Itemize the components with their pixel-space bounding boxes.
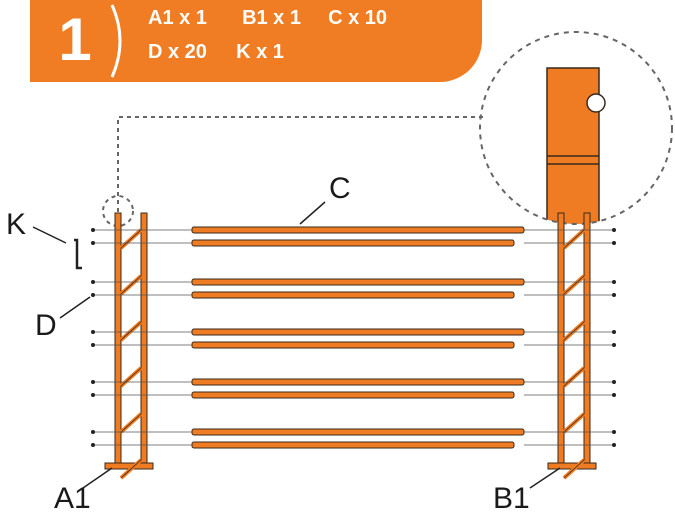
screw-d-right-4-2 [612, 393, 616, 397]
screw-d-left-4-1 [91, 380, 95, 384]
screw-d-right-1-2 [612, 241, 616, 245]
rail-c-lower-2 [191, 291, 515, 299]
part-b1-count: B1 x 1 [242, 7, 301, 29]
screw-d-right-5-1 [612, 430, 616, 434]
screw-d-left-5-2 [91, 443, 95, 447]
screw-d-left-2-1 [91, 280, 95, 284]
callout-c: C [329, 172, 351, 205]
part-k-count: K x 1 [236, 41, 284, 63]
part-d-count: D x 20 [148, 41, 207, 63]
screw-d-left-2-2 [91, 293, 95, 297]
detail-zoom-post [546, 67, 606, 224]
screw-d-left-3-2 [91, 343, 95, 347]
rail-c-lower-4 [191, 391, 515, 399]
callout-d: D [35, 309, 57, 342]
rail-c-upper-5 [191, 428, 525, 436]
screw-d-right-3-2 [612, 343, 616, 347]
callout-k: K [6, 208, 27, 241]
parts-banner [30, 0, 482, 82]
screw-d-left-1-1 [91, 228, 95, 232]
end-frame-b1 [547, 212, 597, 480]
callout-a1: A1 [54, 482, 91, 515]
parts-line-1: A1 x 1 B1 x 1 C x 10 [148, 6, 387, 30]
screw-d-left-1-2 [91, 241, 95, 245]
callout-b1: B1 [493, 482, 530, 515]
screw-d-right-4-1 [612, 380, 616, 384]
screw-d-right-5-2 [612, 443, 616, 447]
rail-c-upper-1 [191, 226, 525, 234]
screw-d-left-5-1 [91, 430, 95, 434]
rail-c-lower-5 [191, 441, 515, 449]
part-a1-count: A1 x 1 [148, 7, 207, 29]
step-number: 1 [58, 6, 92, 73]
leader-lines [32, 201, 561, 489]
part-c-count: C x 10 [328, 7, 388, 29]
hex-key-k [74, 238, 82, 270]
rail-c-lower-3 [191, 341, 515, 349]
screw-d-right-2-1 [612, 280, 616, 284]
screw-d-left-3-1 [91, 330, 95, 334]
rail-c-upper-2 [191, 278, 525, 286]
rail-c-upper-4 [191, 378, 525, 386]
rail-c-lower-1 [191, 239, 515, 247]
screw-d-right-1-1 [612, 228, 616, 232]
rail-c-upper-3 [191, 328, 525, 336]
screw-d-right-3-1 [612, 330, 616, 334]
end-frame-a1 [104, 212, 154, 480]
parts-line-2: D x 20 K x 1 [148, 40, 284, 64]
screw-d-right-2-2 [612, 293, 616, 297]
detail-callout [102, 31, 673, 227]
screw-d-left-4-2 [91, 393, 95, 397]
